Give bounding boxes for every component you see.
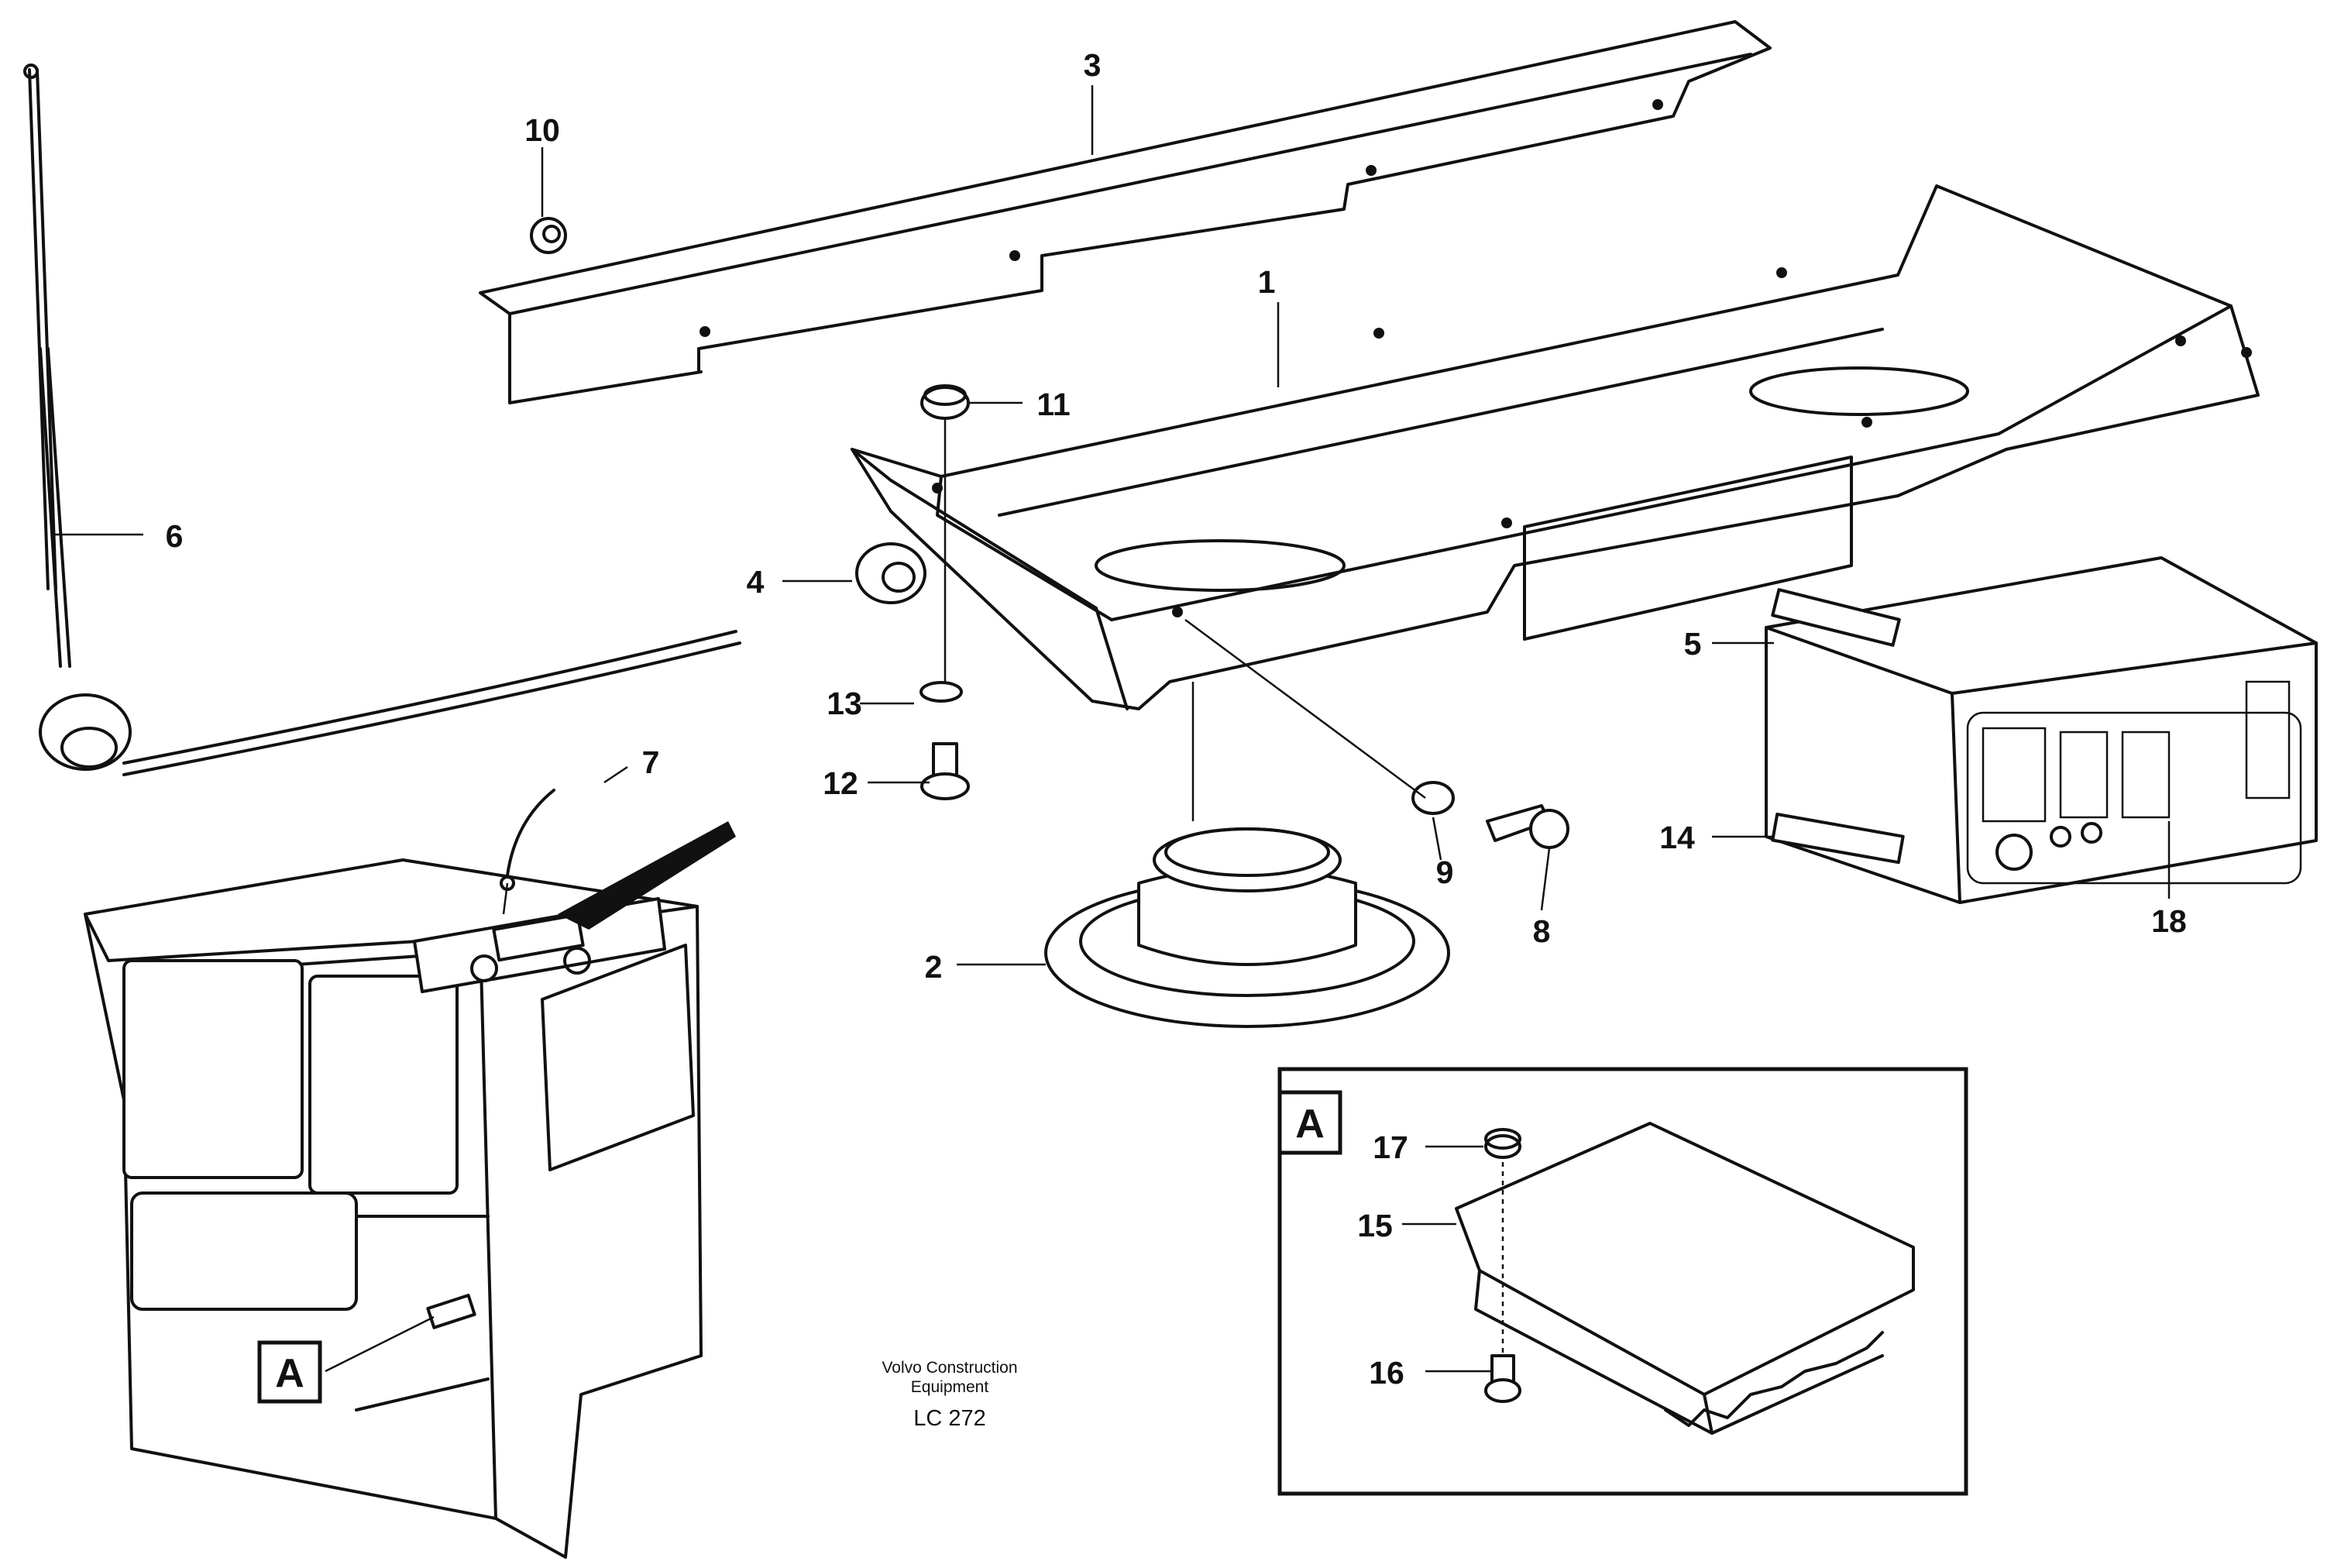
callout-5: 5 [1684,626,1702,662]
callout-12: 12 [823,765,858,801]
callout-7: 7 [642,744,660,780]
callout-13: 13 [827,686,862,721]
radio-unit-part-18 [1765,556,2318,904]
cab-outline [84,789,736,1559]
callout-8: 8 [1533,913,1551,949]
callout-2: 2 [925,949,943,985]
pad-part-5 [1771,588,1901,647]
speaker-console-part-1 [851,184,2260,710]
detail-box-a [1277,1067,1968,1496]
callout-6: 6 [166,518,184,554]
caption-line-2: Equipment [911,1378,989,1396]
leader-lines [54,85,2171,1373]
callout-11: 11 [1036,387,1070,422]
trim-strip-part-3 [479,20,1772,404]
callout-16: 16 [1369,1355,1404,1391]
hardware-parts [530,217,1569,849]
callout-17: 17 [1373,1130,1408,1165]
callout-14: 14 [1659,820,1695,855]
antenna-part-6 [23,64,741,776]
callout-3: 3 [1084,47,1102,83]
cab-detail-label-a: A [275,1351,304,1396]
caption-line-1: Volvo Construction [882,1359,1017,1377]
callout-4: 4 [747,564,765,600]
callout-1: 1 [1258,264,1276,300]
callout-numbers: 1 2 3 4 5 6 7 8 9 10 11 12 13 14 15 16 1… [166,47,2187,1404]
pad-part-14 [1771,813,1905,865]
callout-18: 18 [2151,903,2187,939]
detail-label-a: A [1295,1102,1325,1147]
callout-15: 15 [1357,1208,1393,1243]
speaker-part-2 [1044,827,1450,1028]
caption: Volvo Construction Equipment LC 272 [882,1359,1017,1431]
caption-code: LC 272 [913,1406,986,1431]
callout-10: 10 [524,112,560,148]
callout-9: 9 [1436,854,1454,890]
